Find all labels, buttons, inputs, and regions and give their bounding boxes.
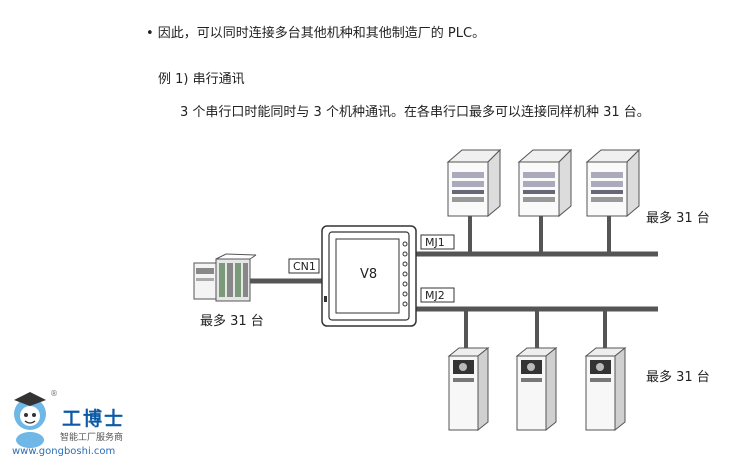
plc-count-label: 最多 31 台 [200,313,264,329]
port-mj2-label: MJ2 [425,289,445,302]
controller-count-label: 最多 31 台 [646,210,710,226]
registered-mark: ® [50,389,58,398]
inverter-1 [447,346,490,432]
logo-name: 工博士 [62,408,126,430]
logo-url: www.gongboshi.com [12,446,116,457]
bullet-text: • 因此，可以同时连接多台其他机种和其他制造厂的 PLC。 [146,26,486,41]
hmi-v8 [321,225,417,327]
example-title: 例 1) 串行通讯 [158,72,245,87]
controller-1 [446,148,502,218]
gongboshi-logo-icon [14,392,46,448]
plc-unit [193,253,257,302]
port-cn1-label: CN1 [293,260,316,273]
example-description: 3 个串行口时能同时与 3 个机种通讯。在各串行口最多可以连接同样机种 31 台… [180,105,650,120]
inverter-3 [584,346,627,432]
port-mj1-label: MJ1 [425,236,445,249]
inverter-2 [515,346,558,432]
logo-tagline: 智能工厂服务商 [60,433,124,443]
controller-3 [585,148,641,218]
inverter-count-label: 最多 31 台 [646,369,710,385]
hmi-label: V8 [360,267,377,282]
controller-2 [517,148,573,218]
